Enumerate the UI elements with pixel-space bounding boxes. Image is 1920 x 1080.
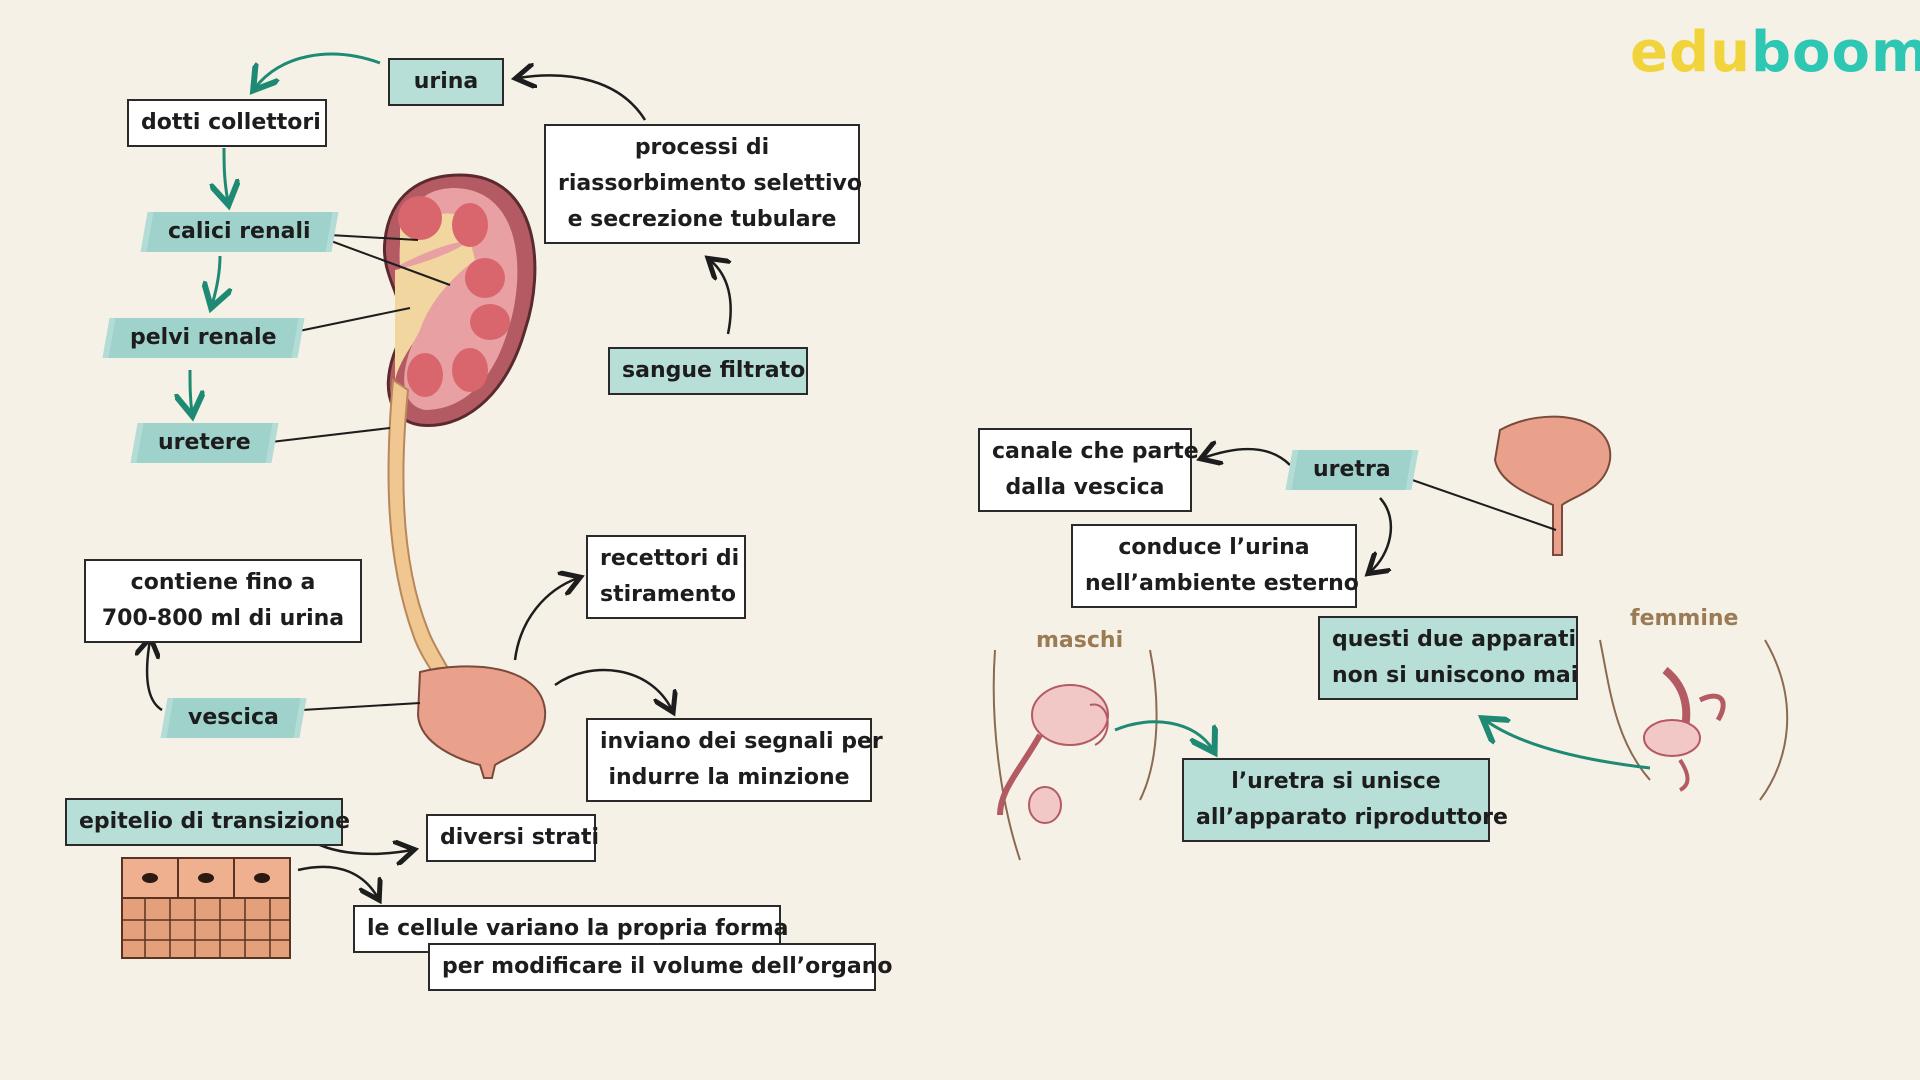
curved-arrows	[147, 75, 1393, 898]
processi-line-2: riassorbimento selettivo	[558, 171, 862, 196]
label-urina: urina	[388, 58, 504, 106]
contiene-line-1: contiene fino a	[130, 570, 316, 595]
questi-line-1: questi due apparati	[1332, 627, 1577, 652]
label-inviano: inviano dei segnali per indurre la minzi…	[586, 718, 883, 802]
contiene-line-2: 700-800 ml di urina	[101, 606, 345, 631]
label-questi-due-apparati: questi due apparati non si uniscono mai	[1318, 616, 1578, 700]
label-cellule-2: per modificare il volume dell’organo	[428, 943, 892, 991]
bladder-illustration	[416, 665, 547, 779]
label-diversi-strati: diversi strati	[426, 814, 599, 862]
label-conduce: conduce l’urina nell’ambiente esterno	[1071, 524, 1359, 608]
connector-lines	[244, 233, 1557, 712]
kidney-illustration	[382, 173, 537, 696]
inviano-line-2: indurre la minzione	[608, 765, 850, 790]
bladder-urethra-illustration	[1493, 415, 1612, 556]
processi-line-1: processi di	[634, 135, 770, 160]
label-uretere: uretere	[136, 423, 273, 463]
label-recettori: recettori di stiramento	[586, 535, 746, 619]
label-pelvi-renale: pelvi renale	[108, 318, 299, 358]
conduce-line-1: conduce l’urina	[1118, 535, 1310, 560]
label-epitelio: epitelio di transizione	[65, 798, 350, 846]
canale-line-1: canale che parte	[992, 439, 1199, 464]
label-uretra: uretra	[1291, 450, 1413, 490]
inviano-line-1: inviano dei segnali per	[600, 729, 883, 754]
recettori-line-1: recettori di	[600, 546, 740, 571]
label-processi: processi di riassorbimento selettivo e s…	[544, 124, 862, 244]
label-vescica: vescica	[166, 698, 301, 738]
eduboom-logo: eduboom	[1630, 20, 1920, 85]
label-dotti-collettori: dotti collettori	[127, 99, 327, 147]
conduce-line-2: nell’ambiente esterno	[1085, 571, 1359, 596]
label-maschi: maschi	[1036, 628, 1124, 653]
recettori-line-2: stiramento	[600, 582, 736, 607]
flow-arrows	[190, 52, 1651, 770]
unisce-line-1: l’uretra si unisce	[1231, 769, 1441, 794]
label-canale: canale che parte dalla vescica	[978, 428, 1199, 512]
questi-line-2: non si uniscono mai	[1332, 663, 1579, 688]
processi-line-3: e secrezione tubulare	[567, 207, 837, 232]
label-sangue-filtrato: sangue filtrato	[608, 347, 808, 395]
label-calici-renali: calici renali	[146, 212, 333, 252]
label-femmine: femmine	[1630, 606, 1739, 631]
label-uretra-si-unisce: l’uretra si unisce all’apparato riprodut…	[1182, 758, 1508, 842]
male-anatomy-illustration	[992, 649, 1158, 861]
epithelium-illustration	[121, 857, 291, 959]
unisce-line-2: all’apparato riproduttore	[1196, 805, 1508, 830]
canale-line-2: dalla vescica	[1005, 475, 1165, 500]
female-anatomy-illustration	[1599, 639, 1789, 801]
logo-part-boom: boom	[1750, 20, 1920, 85]
label-contiene: contiene fino a 700-800 ml di urina	[84, 559, 362, 643]
logo-part-edu: edu	[1630, 20, 1751, 85]
